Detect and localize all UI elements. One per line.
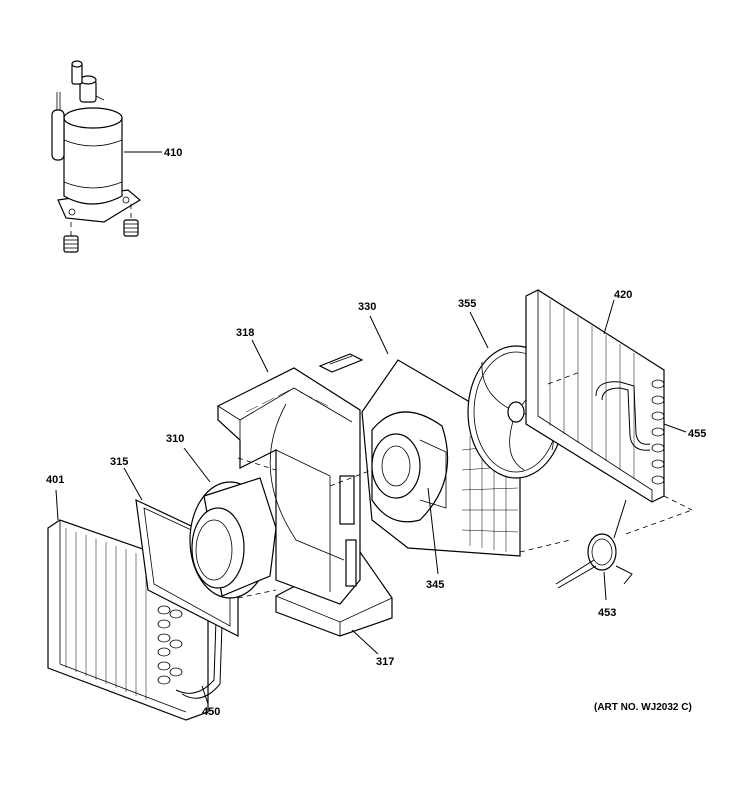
bulkhead-318: [217, 339, 361, 605]
label-318: 318: [236, 327, 254, 339]
bracket-330: [318, 353, 364, 373]
grommet-right: [123, 219, 139, 237]
condenser-coil-420: [525, 289, 687, 503]
label-315: 315: [110, 456, 128, 468]
label-420: 420: [614, 289, 632, 301]
label-401: 401: [46, 474, 64, 486]
alignment-lines: [237, 371, 693, 599]
label-330: 330: [358, 301, 376, 313]
label-345: 345: [426, 579, 444, 591]
label-453: 453: [598, 607, 616, 619]
compressor-410: [51, 60, 162, 253]
label-450: 450: [202, 706, 220, 718]
label-355: 355: [458, 298, 476, 310]
art-number: (ART NO. WJ2032 C): [594, 702, 692, 713]
label-310: 310: [166, 433, 184, 445]
grommet-left: [63, 235, 79, 253]
label-455: 455: [688, 428, 706, 440]
label-410: 410: [164, 147, 182, 159]
label-317: 317: [376, 656, 394, 668]
orifice-shroud-310: [183, 447, 277, 599]
clamp-453: [555, 499, 633, 601]
